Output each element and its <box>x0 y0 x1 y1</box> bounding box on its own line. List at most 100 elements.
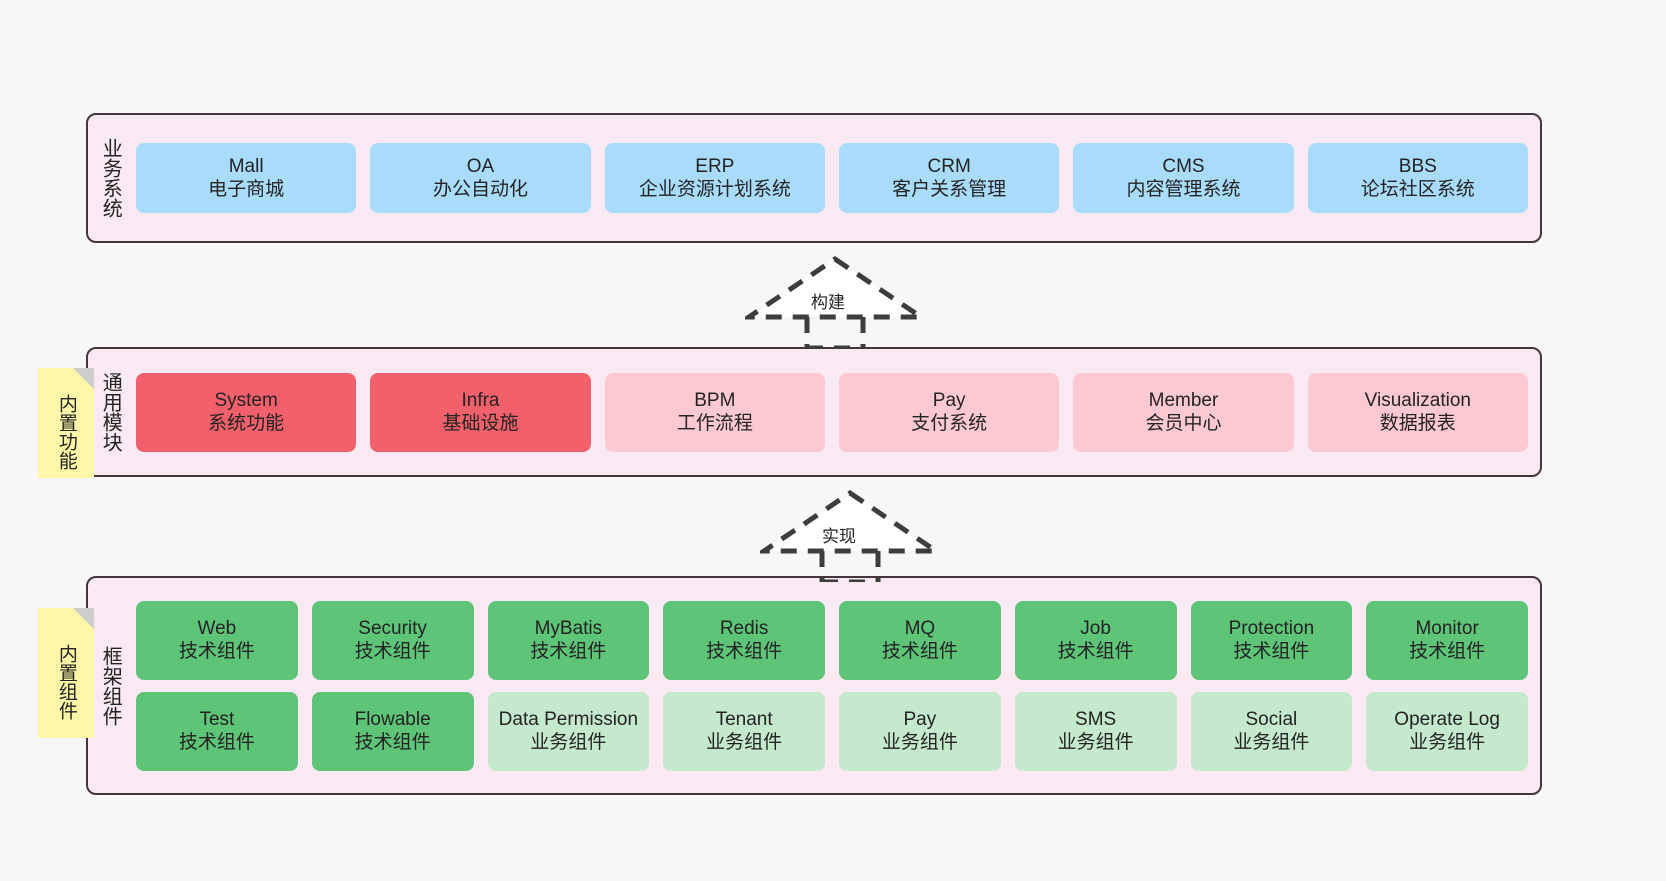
node-mq[interactable]: MQ 技术组件 <box>839 600 1001 680</box>
node-tenant-cn: 业务组件 <box>706 732 783 753</box>
node-erp-cn: 企业资源计划系统 <box>638 179 791 200</box>
node-social-en: Social <box>1245 708 1298 730</box>
node-cms[interactable]: CMS 内容管理系统 <box>1073 143 1294 213</box>
node-flowable[interactable]: Flowable 技术组件 <box>311 691 474 771</box>
node-job-cn: 技术组件 <box>1057 641 1134 662</box>
node-mall-en: Mall <box>228 155 264 177</box>
node-job-en: Job <box>1080 617 1111 639</box>
node-tenant[interactable]: Tenant 业务组件 <box>663 691 825 771</box>
layer-body-modules: System 系统功能 Infra 基础设施 BPM 工作流程 Pay 支付系统… <box>132 349 1540 475</box>
node-bbs-en: BBS <box>1398 155 1437 177</box>
node-bpm-cn: 工作流程 <box>676 413 753 434</box>
node-system-cn: 系统功能 <box>208 413 285 434</box>
node-monitor[interactable]: Monitor 技术组件 <box>1366 600 1528 680</box>
node-mybatis-cn: 技术组件 <box>530 641 607 662</box>
node-visualization[interactable]: Visualization 数据报表 <box>1307 372 1528 452</box>
node-mall[interactable]: Mall 电子商城 <box>136 143 357 213</box>
note-builtin-features-text: 内置功能 <box>55 394 77 470</box>
node-oa[interactable]: OA 办公自动化 <box>370 143 591 213</box>
node-data-permission-cn: 业务组件 <box>530 732 607 753</box>
node-bbs-cn: 论坛社区系统 <box>1360 179 1475 200</box>
layer-title-business: 业务系统 <box>99 138 122 218</box>
node-bbs[interactable]: BBS 论坛社区系统 <box>1307 143 1528 213</box>
node-visualization-en: Visualization <box>1364 389 1471 411</box>
connector-implement-arrow: 实现 <box>755 487 945 585</box>
node-erp-en: ERP <box>695 155 735 177</box>
note-builtin-features: 内置功能 <box>38 368 94 478</box>
node-crm[interactable]: CRM 客户关系管理 <box>838 143 1060 213</box>
node-flowable-cn: 技术组件 <box>354 732 431 753</box>
node-member-en: Member <box>1148 389 1219 411</box>
node-crm-cn: 客户关系管理 <box>892 179 1007 200</box>
node-visualization-cn: 数据报表 <box>1379 413 1456 434</box>
node-pay-module-en: Pay <box>932 389 966 411</box>
node-test[interactable]: Test 技术组件 <box>136 691 298 771</box>
connector-build-arrow: 构建 <box>740 253 930 351</box>
node-oa-cn: 办公自动化 <box>432 179 528 200</box>
node-data-permission[interactable]: Data Permission 业务组件 <box>487 691 650 771</box>
node-web-cn: 技术组件 <box>178 641 255 662</box>
node-system-en: System <box>214 389 278 411</box>
node-security-en: Security <box>358 617 427 639</box>
node-web[interactable]: Web 技术组件 <box>136 600 298 680</box>
node-protection-cn: 技术组件 <box>1233 641 1310 662</box>
node-operate-log-en: Operate Log <box>1394 708 1500 730</box>
node-tenant-en: Tenant <box>715 708 773 730</box>
note-fold-corner-icon <box>73 608 94 629</box>
layer-framework-components: 框架组件 Web 技术组件 Security 技术组件 MyBatis 技术组件… <box>86 576 1542 795</box>
node-bpm[interactable]: BPM 工作流程 <box>604 372 825 452</box>
node-redis-en: Redis <box>719 617 769 639</box>
node-oa-en: OA <box>466 155 495 177</box>
node-infra[interactable]: Infra 基础设施 <box>370 372 591 452</box>
framework-row-tech: Web 技术组件 Security 技术组件 MyBatis 技术组件 Redi… <box>136 600 1528 680</box>
node-protection[interactable]: Protection 技术组件 <box>1190 600 1353 680</box>
node-monitor-en: Monitor <box>1415 617 1479 639</box>
node-data-permission-en: Data Permission <box>498 708 639 730</box>
node-member[interactable]: Member 会员中心 <box>1073 372 1294 452</box>
node-flowable-en: Flowable <box>354 708 431 730</box>
node-crm-en: CRM <box>927 155 971 177</box>
node-pay-component-en: Pay <box>903 708 937 730</box>
node-cms-en: CMS <box>1162 155 1205 177</box>
node-mall-cn: 电子商城 <box>208 179 285 200</box>
node-operate-log-cn: 业务组件 <box>1409 732 1486 753</box>
node-member-cn: 会员中心 <box>1145 413 1222 434</box>
node-security-cn: 技术组件 <box>354 641 431 662</box>
node-redis[interactable]: Redis 技术组件 <box>663 600 825 680</box>
node-mybatis-en: MyBatis <box>534 617 603 639</box>
node-web-en: Web <box>197 617 237 639</box>
layer-title-modules: 通用模块 <box>99 372 122 452</box>
node-redis-cn: 技术组件 <box>706 641 783 662</box>
node-security[interactable]: Security 技术组件 <box>311 600 474 680</box>
layer-common-modules: 通用模块 System 系统功能 Infra 基础设施 BPM 工作流程 Pay… <box>86 347 1542 477</box>
layer-body-business: Mall 电子商城 OA 办公自动化 ERP 企业资源计划系统 CRM 客户关系… <box>132 115 1540 241</box>
node-social[interactable]: Social 业务组件 <box>1190 691 1353 771</box>
node-pay-module-cn: 支付系统 <box>911 413 988 434</box>
node-test-cn: 技术组件 <box>178 732 255 753</box>
node-pay-component[interactable]: Pay 业务组件 <box>839 691 1001 771</box>
note-builtin-components-text: 内置组件 <box>55 644 77 720</box>
node-pay-module[interactable]: Pay 支付系统 <box>838 372 1060 452</box>
node-job[interactable]: Job 技术组件 <box>1014 600 1177 680</box>
node-infra-cn: 基础设施 <box>442 413 519 434</box>
node-mybatis[interactable]: MyBatis 技术组件 <box>487 600 650 680</box>
connector-build-label: 构建 <box>811 293 845 312</box>
node-system[interactable]: System 系统功能 <box>136 372 357 452</box>
node-infra-en: Infra <box>461 389 500 411</box>
node-cms-cn: 内容管理系统 <box>1126 179 1241 200</box>
node-mq-cn: 技术组件 <box>881 641 958 662</box>
node-test-en: Test <box>199 708 235 730</box>
implement-arrow-glyph <box>755 489 945 585</box>
layer-title-framework: 框架组件 <box>99 645 122 726</box>
node-social-cn: 业务组件 <box>1233 732 1310 753</box>
node-sms-cn: 业务组件 <box>1057 732 1134 753</box>
node-pay-component-cn: 业务组件 <box>881 732 958 753</box>
node-sms[interactable]: SMS 业务组件 <box>1014 691 1177 771</box>
layer-body-framework: Web 技术组件 Security 技术组件 MyBatis 技术组件 Redi… <box>132 578 1540 793</box>
node-operate-log[interactable]: Operate Log 业务组件 <box>1366 691 1528 771</box>
layer-business-systems: 业务系统 Mall 电子商城 OA 办公自动化 ERP 企业资源计划系统 CRM… <box>86 113 1542 243</box>
node-mq-en: MQ <box>904 617 936 639</box>
node-erp[interactable]: ERP 企业资源计划系统 <box>604 143 825 213</box>
node-sms-en: SMS <box>1075 708 1117 730</box>
